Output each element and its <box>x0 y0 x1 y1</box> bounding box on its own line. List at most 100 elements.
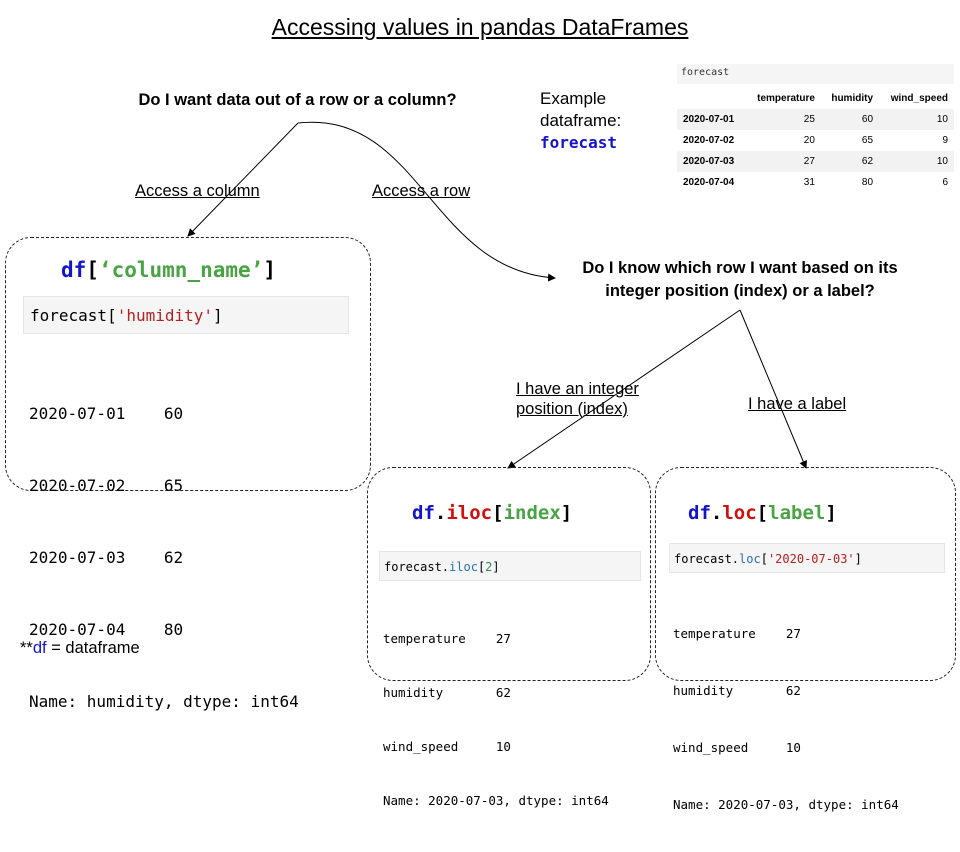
column-output: 2020-07-01 60 2020-07-02 65 2020-07-03 6… <box>29 354 299 762</box>
branch-integer-line-1: I have an integer <box>516 380 639 398</box>
table-row: 2020-07-02 20 65 9 <box>677 130 954 151</box>
question-line-1: Do I know which row I want based on its <box>582 259 898 277</box>
code-arg: 'humidity' <box>116 306 214 325</box>
table-header-row: temperature humidity wind_speed <box>677 88 954 109</box>
table-cell: 65 <box>861 135 874 146</box>
question-line-2: integer position (index) or a label? <box>605 282 875 300</box>
iloc-access-box: df.iloc[index] forecast.iloc[2] temperat… <box>367 467 651 808</box>
footnote-stars: ** <box>20 639 33 657</box>
code-method: loc <box>739 552 761 566</box>
output-line: 2020-07-02 65 <box>29 476 184 495</box>
code-method: iloc <box>449 560 478 574</box>
arrow-to-column <box>187 122 299 237</box>
branch-label: I have a label <box>748 395 847 413</box>
output-line: Name: 2020-07-03, dtype: int64 <box>673 797 899 812</box>
table-cell: 31 <box>803 177 815 188</box>
code-open: [ <box>477 560 486 574</box>
column-code-cell: forecast['humidity'] <box>23 296 349 334</box>
code-open: [ <box>760 552 768 566</box>
branch-integer-line-2: position (index) <box>516 400 628 418</box>
table-row: 2020-07-03 27 62 10 <box>677 151 954 172</box>
table-cell: 80 <box>861 177 874 188</box>
syntax-column-arg: ‘column_name’ <box>98 258 264 282</box>
syntax-df: df <box>412 502 435 524</box>
footnote-definition: = dataframe <box>46 639 140 657</box>
column-access-box: df[‘column_name’] forecast['humidity'] 2… <box>5 237 371 711</box>
table-row-index: 2020-07-02 <box>683 135 735 146</box>
output-line: temperature 27 <box>673 626 801 641</box>
output-line: humidity 62 <box>673 683 801 698</box>
code-prefix: forecast. <box>384 560 450 574</box>
example-dataframe: forecast temperature humidity wind_speed… <box>677 64 954 193</box>
output-line: 2020-07-01 60 <box>29 404 184 423</box>
output-line: 2020-07-03 62 <box>29 548 184 567</box>
table-cell: 20 <box>803 135 815 146</box>
table-row: 2020-07-04 31 80 6 <box>677 172 954 193</box>
table-cell: 9 <box>942 135 948 146</box>
syntax-open-bracket: [ <box>86 258 99 282</box>
output-line: 2020-07-04 80 <box>29 620 184 639</box>
syntax-df: df <box>688 502 711 524</box>
table-column-header: humidity <box>831 93 874 104</box>
code-prefix: forecast[ <box>30 306 117 325</box>
branch-access-column: Access a column <box>135 182 260 200</box>
syntax-dot: . <box>710 502 723 524</box>
syntax-close-bracket: ] <box>825 502 837 524</box>
table-row-index: 2020-07-01 <box>683 114 735 125</box>
table-cell: 6 <box>942 177 948 188</box>
question-row-or-column: Do I want data out of a row or a column? <box>138 91 457 109</box>
table-row-index: 2020-07-04 <box>683 177 735 188</box>
output-line: humidity 62 <box>383 685 511 700</box>
table-column-header: temperature <box>757 93 815 104</box>
syntax-df: df <box>61 258 87 282</box>
output-line: Name: humidity, dtype: int64 <box>29 692 299 711</box>
page-title: Accessing values in pandas DataFrames <box>271 14 689 40</box>
code-prefix: forecast. <box>674 552 740 566</box>
table-row-index: 2020-07-03 <box>683 156 735 167</box>
code-close: ] <box>854 552 862 566</box>
iloc-code-cell: forecast.iloc[2] <box>379 551 641 581</box>
code-close: ] <box>492 560 500 574</box>
table-index-header <box>677 88 745 109</box>
arrow-to-iloc <box>507 309 741 469</box>
example-label-line-1: Example <box>540 89 607 108</box>
table-cell: 10 <box>936 156 948 167</box>
iloc-syntax: df.iloc[index] <box>412 502 572 524</box>
example-label: Example dataframe: forecast <box>540 88 621 154</box>
column-syntax: df[‘column_name’] <box>61 258 276 282</box>
footnote: **df = dataframe <box>20 639 140 658</box>
table-column-header: wind_speed <box>890 93 948 104</box>
table-cell: 27 <box>803 156 815 167</box>
footnote-df: df <box>32 639 47 657</box>
syntax-open-bracket: [ <box>492 502 504 524</box>
code-arg: '2020-07-03' <box>767 552 855 566</box>
loc-output: temperature 27 humidity 62 wind_speed 10… <box>673 586 899 852</box>
example-label-line-2: dataframe: <box>540 111 622 130</box>
syntax-close-bracket: ] <box>560 502 573 524</box>
syntax-close-bracket: ] <box>263 258 276 282</box>
iloc-output: temperature 27 humidity 62 wind_speed 10… <box>383 594 609 846</box>
loc-syntax: df.loc[label] <box>688 502 837 524</box>
flow-arrows <box>187 121 807 469</box>
syntax-open-bracket: [ <box>756 502 769 524</box>
branch-access-row: Access a row <box>372 182 471 200</box>
table-row: 2020-07-01 25 60 10 <box>677 109 954 130</box>
example-table-caption: forecast <box>677 64 954 84</box>
arrow-to-loc <box>739 309 807 469</box>
example-table: temperature humidity wind_speed 2020-07-… <box>677 88 954 193</box>
question-position-or-label: Do I know which row I want based on its … <box>530 257 950 303</box>
example-dataframe-name: forecast <box>540 133 618 152</box>
code-suffix: ] <box>213 306 223 325</box>
output-line: Name: 2020-07-03, dtype: int64 <box>383 793 609 808</box>
arrow-to-row-question <box>297 121 556 282</box>
table-cell: 62 <box>861 156 874 167</box>
table-cell: 60 <box>861 114 874 125</box>
syntax-method: iloc <box>446 502 493 524</box>
syntax-method: loc <box>722 502 757 524</box>
code-arg: 2 <box>485 560 493 574</box>
output-line: temperature 27 <box>383 631 511 646</box>
branch-integer-position: I have an integer position (index) <box>516 379 639 419</box>
output-line: wind_speed 10 <box>673 740 801 755</box>
loc-access-box: df.loc[label] forecast.loc['2020-07-03']… <box>655 467 956 812</box>
syntax-index-arg: index <box>503 502 561 524</box>
